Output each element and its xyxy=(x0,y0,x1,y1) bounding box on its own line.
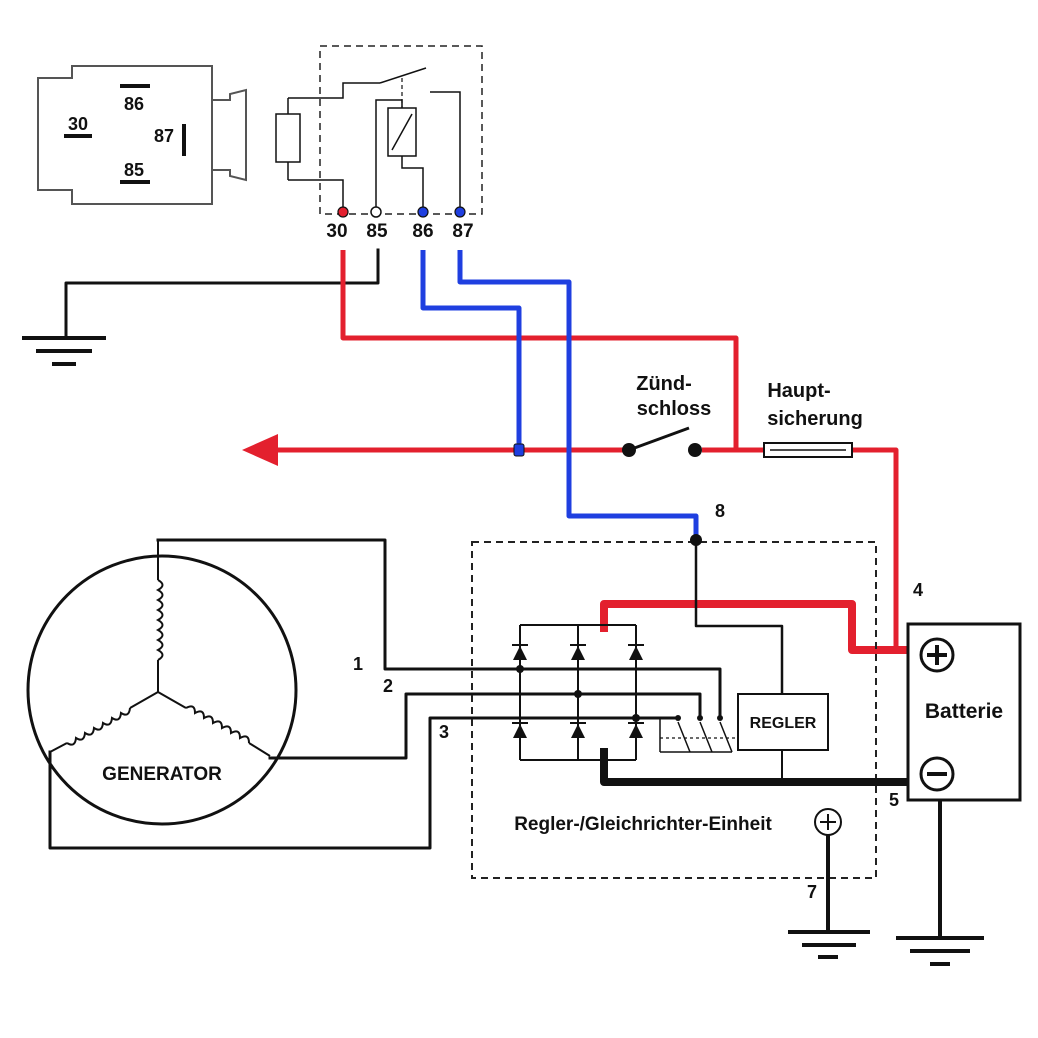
ignition-label-2: schloss xyxy=(637,398,711,420)
phase-wiring xyxy=(48,538,722,850)
diode-symbol xyxy=(571,646,585,660)
regulator-label: REGLER xyxy=(750,715,817,732)
control-wiring xyxy=(420,250,699,540)
diode-symbol xyxy=(513,724,527,738)
wire-number-8: 8 xyxy=(715,501,725,521)
terminal-8-wire xyxy=(694,538,784,696)
terminal-8-junction xyxy=(690,534,702,546)
relay-terminal-86: 86 xyxy=(412,221,433,242)
wire-number-4: 4 xyxy=(913,580,923,600)
relay-switch-contact xyxy=(379,67,427,84)
relay-terminal-30: 30 xyxy=(326,221,347,242)
relay-terminal-87: 87 xyxy=(452,221,473,242)
generator-label: GENERATOR xyxy=(102,764,222,785)
battery-label: Batterie xyxy=(925,700,1003,723)
battery-ground xyxy=(896,800,984,966)
socket-pin-86: 86 xyxy=(124,94,144,114)
battery-negative-wire xyxy=(600,748,912,786)
relay-87-wire xyxy=(457,250,699,540)
arrow-left-icon xyxy=(242,434,278,466)
regulator-rectifier-unit-border xyxy=(471,541,877,879)
ignition-label-1: Zünd- xyxy=(636,373,692,395)
relay-terminal-85: 85 xyxy=(366,221,388,242)
diode-symbol xyxy=(571,724,585,738)
wire-number-3: 3 xyxy=(439,722,449,742)
wire-number-2: 2 xyxy=(383,676,393,696)
ignition-switch[interactable] xyxy=(622,426,702,457)
wire-number-7: 7 xyxy=(807,882,817,902)
unit-label: Regler-/Gleichrichter-Einheit xyxy=(514,814,772,835)
socket-pin-30: 30 xyxy=(68,114,88,134)
diode-symbol xyxy=(629,724,643,738)
relay-schematic: 30 85 86 87 xyxy=(275,45,483,242)
regulator-switches xyxy=(659,715,740,753)
relay-86-wire xyxy=(420,250,522,450)
battery-positive-wire xyxy=(852,447,899,650)
rectifier-bridge xyxy=(512,624,644,761)
phase-wire-2 xyxy=(268,692,702,760)
main-fuse-label-2: sicherung xyxy=(767,408,863,430)
unit-ground xyxy=(788,808,870,959)
phase-wire-1 xyxy=(156,538,722,720)
generator xyxy=(26,540,298,826)
rectifier-positive-wire xyxy=(600,600,908,654)
wire-number-1: 1 xyxy=(353,654,363,674)
diode-symbol xyxy=(629,646,643,660)
main-fuse-label-1: Haupt- xyxy=(767,380,830,402)
phase-wire-3 xyxy=(48,716,680,850)
relay-socket: 30 86 87 85 xyxy=(37,65,247,205)
regulator-box xyxy=(737,693,829,751)
relay-fuse-symbol xyxy=(275,113,301,163)
wire-number-5: 5 xyxy=(889,790,899,810)
relay-ground xyxy=(22,248,380,366)
diode-symbol xyxy=(513,646,527,660)
socket-pin-85: 85 xyxy=(124,160,144,180)
relay-30-wire xyxy=(340,250,739,450)
socket-pin-87: 87 xyxy=(154,126,174,146)
battery xyxy=(906,622,1022,802)
